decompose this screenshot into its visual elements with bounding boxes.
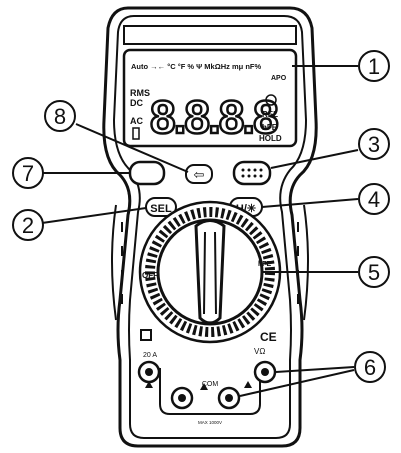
lcd-hfe: hFE [262,123,278,132]
jack-com[interactable] [217,386,241,410]
jack-vo-label: VΩ [254,347,265,356]
jack-com-label: COM [202,381,219,388]
leader-3 [270,149,359,169]
callout-4: 4 [358,183,390,215]
leader-6a [275,366,355,373]
callout-2: 2 [12,209,44,241]
leader-4 [261,198,359,208]
lcd-beep-icon [265,94,277,106]
button-7[interactable] [128,160,166,186]
callout-6: 6 [354,351,386,383]
callout-1: 1 [358,50,390,82]
left-grip [111,204,123,321]
lcd-screen [122,48,298,148]
backlight-symbol: ⇦ [194,167,205,182]
leader-8 [75,123,189,173]
leader-6b [239,369,355,397]
button-3[interactable] [232,160,272,186]
lcd-digits: 8.8.8.8 [150,91,278,143]
dial-pointer [194,219,226,325]
sel-label: SEL [150,203,172,215]
dial-pointer-groove [203,231,217,315]
max-note: MAX 1000V [198,420,222,425]
lcd-rms: RMS [130,88,150,98]
jack-20a-label: 20 A [143,352,157,359]
lcd-apo: APO [271,75,287,82]
jack-20a[interactable] [137,360,161,384]
lcd-dc: DC [130,98,143,108]
callout-3: 3 [358,128,390,160]
button-3-grid-icon [241,168,263,178]
svg-text:1: 1 [368,54,380,79]
top-bezel [123,25,297,45]
right-grip [297,204,309,321]
jack-ma[interactable] [170,386,194,410]
square-symbol [140,329,152,341]
svg-text:8: 8 [54,104,66,129]
battery-icon [132,127,140,140]
svg-text:7: 7 [22,161,34,186]
callout-5: 5 [358,256,390,288]
sel-button[interactable] [145,197,177,217]
lcd-rel: REL [262,110,278,119]
svg-text:5: 5 [368,260,380,285]
svg-text:2: 2 [22,213,34,238]
svg-text:6: 6 [364,355,376,380]
backlight-button[interactable] [185,164,213,184]
svg-text:3: 3 [368,132,380,157]
dial-off-label: OFF [142,271,158,280]
callout-7: 7 [12,157,44,189]
leader-2 [41,207,147,224]
bottom-panel-outline [159,368,261,415]
lcd-top-indicators: Auto →← °C °F % Ψ MkΩHz mμ nF% [131,62,261,71]
callout-8: 8 [44,100,76,132]
jack-vo[interactable] [253,360,277,384]
ce-mark: CE [260,330,277,344]
rotary-dial[interactable]: OFF hFE [138,200,282,344]
leader-lines [41,65,359,397]
lcd-hold: HOLD [259,134,282,143]
dial-hfe-label: hFE [258,261,272,268]
svg-text:4: 4 [368,187,380,212]
housing-inner [112,15,308,439]
lcd-ac: AC [130,116,143,126]
warning-triangle-icons [145,381,252,390]
